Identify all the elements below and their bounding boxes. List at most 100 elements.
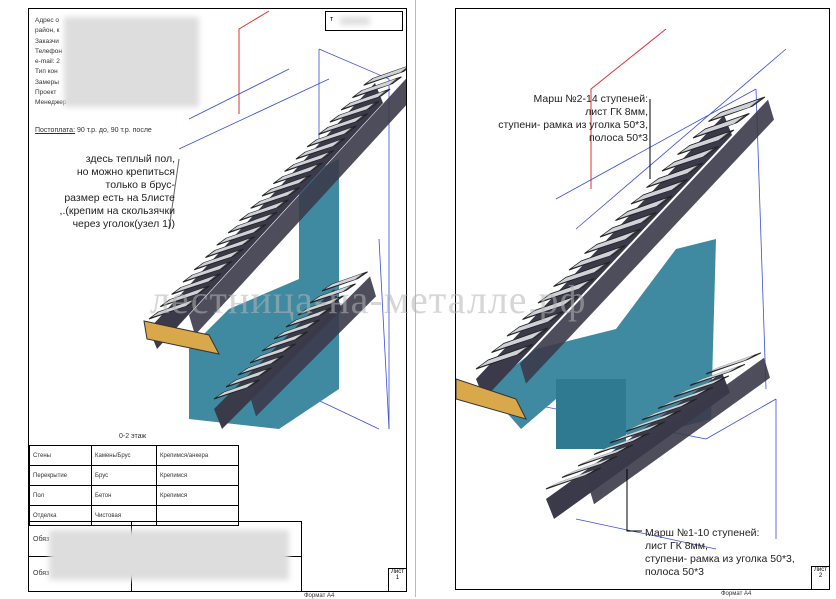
- step-tread: [231, 213, 272, 231]
- drawing-sheet-1: Адрес о район, к Заказчи Телефон e-mail:…: [28, 8, 407, 599]
- leader-line: [626, 469, 642, 532]
- step-tread: [479, 347, 527, 367]
- title-block: Обяз Обяз: [29, 521, 302, 591]
- page-separator: [415, 0, 416, 597]
- guide-line: [318, 48, 390, 80]
- title-row-label: Обяз: [33, 570, 50, 577]
- info-line: район, к: [35, 27, 60, 35]
- step-tread: [321, 115, 363, 133]
- step-tread: [634, 182, 682, 202]
- guide-line: [555, 88, 757, 200]
- stamp-box: т: [325, 11, 403, 31]
- info-line: Адрес о: [35, 17, 60, 24]
- leader-line: [168, 158, 180, 230]
- step-tread: [152, 300, 193, 317]
- step-tread: [525, 297, 573, 318]
- cell: [156, 505, 239, 526]
- step-tread: [219, 226, 261, 244]
- info-line: Заказчи: [35, 37, 59, 45]
- step-tread: [265, 333, 303, 349]
- wall: [189, 239, 339, 429]
- step-tread: [344, 90, 385, 108]
- step-tread: [603, 215, 651, 235]
- step-tread: [298, 140, 340, 158]
- step-tread: [587, 231, 635, 252]
- info-line: Телефон: [35, 47, 62, 55]
- step-tread: [597, 435, 643, 453]
- payment-value: 90 т.р. до, 90 т.р. после: [76, 127, 152, 134]
- step-tread: [661, 389, 707, 407]
- flight-2-note: Марш №2-14 ступеней:лист ГК 8мм,ступени-…: [466, 93, 648, 145]
- step-tread: [618, 198, 666, 219]
- watermark: лестница-на-металле.рф: [150, 277, 587, 322]
- drawing-sheet-2: Марш №2-14 ступеней:лист ГК 8мм,ступени-…: [455, 8, 830, 597]
- cell: Крепимся: [156, 465, 239, 486]
- step-tread: [253, 189, 295, 207]
- wall: [486, 239, 716, 439]
- guide-line: [188, 68, 290, 120]
- guide-line: [378, 238, 390, 430]
- staircase-drawing-2: [456, 28, 787, 550]
- cell: Крепимся/анкера: [156, 445, 239, 466]
- step-tread: [693, 366, 739, 384]
- step-tread: [709, 354, 755, 372]
- note-line: через уголок(узел 1)): [72, 218, 175, 230]
- note-line: ступени- рамка из уголка 50*3,: [645, 553, 795, 565]
- step-tread: [355, 78, 397, 96]
- step-tread: [629, 412, 675, 430]
- step-tread: [541, 281, 589, 301]
- step-tread: [301, 297, 339, 313]
- step-tread: [163, 287, 205, 305]
- step-tread: [197, 250, 238, 268]
- sheet-number: 2: [818, 573, 823, 579]
- step-tread: [613, 423, 659, 441]
- guide-line: [178, 78, 330, 150]
- step-tread: [265, 177, 306, 194]
- step-tread: [665, 149, 713, 169]
- guide-line: [575, 48, 787, 230]
- cell: Отделка: [29, 505, 92, 526]
- format-label: Формат А4: [304, 593, 335, 599]
- step-tread: [287, 152, 329, 170]
- red-outline: [590, 28, 667, 189]
- note-line: ,.(крепим на скользячки: [59, 205, 175, 217]
- info-line: Проект: [35, 89, 57, 97]
- info-line: e-mail: 2: [35, 58, 60, 66]
- step-tread: [556, 264, 604, 285]
- step-tread: [276, 164, 318, 182]
- stamp-text: т: [330, 16, 334, 23]
- step-tread: [494, 330, 542, 351]
- note-line: только в брус-: [105, 179, 175, 191]
- step-tread: [289, 309, 327, 325]
- note-line: полоса 50*3: [589, 132, 648, 144]
- payment-label: Постоплата:: [35, 127, 76, 134]
- step-tread: [565, 458, 611, 476]
- stringer: [588, 357, 770, 505]
- red-outline: [238, 10, 270, 114]
- sheet-label: Лист: [813, 567, 828, 573]
- note-line: лист ГК 8мм,: [645, 540, 708, 552]
- redacted-title: [49, 530, 289, 580]
- sheet-label: Лист: [390, 569, 405, 575]
- note-line: здесь теплый пол,: [85, 153, 175, 165]
- floor-label: 0-2 этаж: [119, 433, 147, 440]
- step-tread: [325, 273, 363, 289]
- note-line: но можно крепиться: [76, 166, 175, 178]
- redacted-info: [64, 17, 199, 107]
- step-tread: [711, 99, 759, 120]
- beam: [456, 378, 527, 420]
- step-tread: [241, 357, 279, 373]
- note-line: лист ГК 8мм,: [585, 106, 648, 118]
- note-line: ступени- рамка из уголка 50*3,: [498, 119, 648, 131]
- format-label: Формат А4: [721, 591, 752, 597]
- note-line: полоса 50*3: [645, 566, 704, 578]
- note-line: размер есть на 5листе: [64, 192, 175, 204]
- step-tread: [174, 275, 216, 293]
- stringer: [250, 276, 376, 417]
